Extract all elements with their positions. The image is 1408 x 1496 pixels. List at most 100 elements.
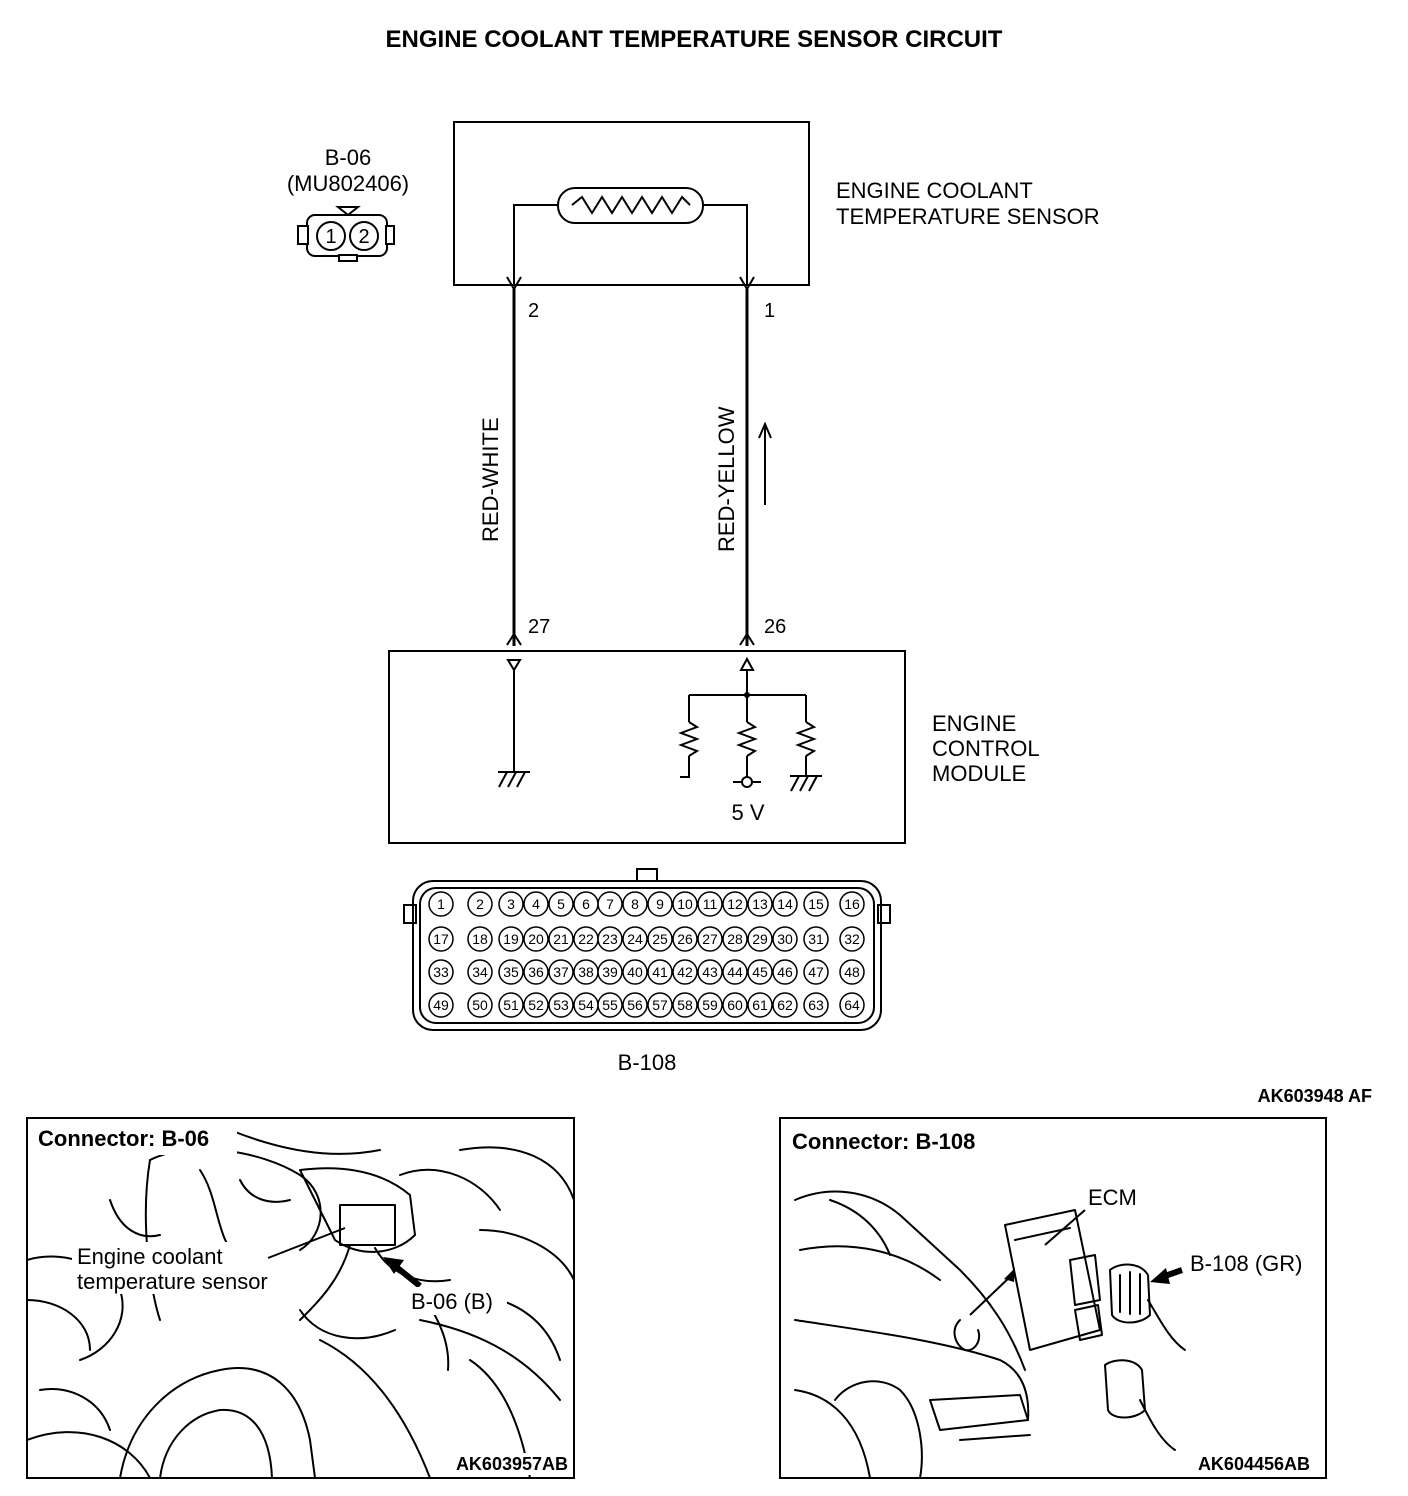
ecm-pin-label: 4 <box>532 896 540 912</box>
ecm-terminal-27: 27 <box>528 616 550 638</box>
ecm-leader-line <box>1044 1209 1086 1246</box>
panel-right-connector-callout: B-108 (GR) <box>1190 1251 1302 1276</box>
ecm-pin-label: 47 <box>808 964 824 980</box>
ecm-pin-circle <box>467 891 493 917</box>
ecm-connector-id: B-108 <box>618 1050 677 1075</box>
ecm-pin-label: 15 <box>808 896 824 912</box>
ecm-pin-circle <box>622 959 648 985</box>
ecm-pin-circle <box>672 926 698 952</box>
sensor-pointer-arrow-icon <box>383 1257 422 1289</box>
ecm-pin-circle <box>839 992 865 1018</box>
ecm-pin-circle <box>622 891 648 917</box>
ground-right-icon <box>790 775 822 792</box>
ecm-pin-circle <box>597 992 623 1018</box>
ecm-pin-circle <box>523 959 549 985</box>
ecm-pin-label: 55 <box>602 997 618 1013</box>
ecm-pin-label: 42 <box>677 964 693 980</box>
ecm-pin-circle <box>597 926 623 952</box>
ecm-pin-circle <box>747 992 773 1018</box>
ecm-pin-circle <box>467 926 493 952</box>
ecm-pin-circle <box>428 992 454 1018</box>
ecm-pin-circle <box>647 992 673 1018</box>
ecm-label-line3: MODULE <box>932 761 1026 786</box>
ecm-pin-label: 52 <box>528 997 544 1013</box>
sensor-terminal-1: 1 <box>764 300 775 322</box>
ecm-pin-label: 10 <box>677 896 693 912</box>
ecm-pin-label: 46 <box>777 964 793 980</box>
ecm-pin-circle <box>672 891 698 917</box>
ecm-pin-label: 26 <box>677 931 693 947</box>
ecm-pin-label: 57 <box>652 997 668 1013</box>
ecm-pin-label: 17 <box>433 931 449 947</box>
panel-connector-b06: Connector: B-06 Engine coolant temperatu… <box>26 1117 575 1479</box>
ecm-pin-label: 9 <box>656 896 664 912</box>
ecm-pin-label: 49 <box>433 997 449 1013</box>
ecm-pin-circle <box>803 891 829 917</box>
ecm-pin-label: 20 <box>528 931 544 947</box>
ecm-pin-circle <box>548 926 574 952</box>
ecm-pin-circle <box>498 959 524 985</box>
ecm-pin-label: 30 <box>777 931 793 947</box>
ecm-pin-circle <box>498 992 524 1018</box>
ground-left-icon <box>498 771 530 788</box>
ecm-pin-label: 60 <box>727 997 743 1013</box>
ecm-pin-circle <box>772 959 798 985</box>
ecm-label-line1: ENGINE <box>932 711 1016 736</box>
ecm-pin-circle <box>622 926 648 952</box>
panel-left-callout-line2: temperature sensor <box>77 1269 268 1294</box>
ecm-pin-label: 63 <box>808 997 824 1013</box>
ecm-pin-label: 48 <box>844 964 860 980</box>
ecm-pin-circle <box>597 891 623 917</box>
ecm-pin-label: 3 <box>507 896 515 912</box>
ecm-pin-label: 24 <box>627 931 643 947</box>
ecm-pin-circle <box>647 959 673 985</box>
signal-direction-arrow-icon <box>758 421 772 505</box>
ecm-pin-label: 38 <box>578 964 594 980</box>
ecm-pin-label: 5 <box>557 896 565 912</box>
ecm-pin-label: 61 <box>752 997 768 1013</box>
ecm-pin-label: 39 <box>602 964 618 980</box>
ecm-pin-circle <box>428 926 454 952</box>
sensor-connector-group: B-06 (MU802406) 1 2 <box>287 145 409 262</box>
panel-left-callout-line1: Engine coolant <box>77 1244 223 1269</box>
ecm-pin-label: 51 <box>503 997 519 1013</box>
ecm-pin-label: 25 <box>652 931 668 947</box>
ecm-pin-circle <box>772 891 798 917</box>
ecm-pin-circle <box>467 959 493 985</box>
wire-label-left: RED-WHITE <box>478 417 503 542</box>
ecm-pin-circle <box>548 992 574 1018</box>
panel-left-code: AK603957AB <box>456 1454 568 1474</box>
ecm-pin-circle <box>772 926 798 952</box>
ecm-pin-circle <box>498 926 524 952</box>
ecm-pin-label: 14 <box>777 896 793 912</box>
b108-pointer-arrow-icon <box>1150 1267 1183 1284</box>
ecm-pin-label: 18 <box>472 931 488 947</box>
ecm-pin-circle <box>672 992 698 1018</box>
ecm-pin-label: 35 <box>503 964 519 980</box>
ecm-pin-circle <box>839 891 865 917</box>
sensor-pin-1: 1 <box>325 226 336 248</box>
ecm-pin-circle <box>467 992 493 1018</box>
ecm-pin-label: 56 <box>627 997 643 1013</box>
ecm-pin-label: 58 <box>677 997 693 1013</box>
ecm-pin-label: 27 <box>702 931 718 947</box>
ecm-pin-circle <box>428 959 454 985</box>
ecm-pin-label: 2 <box>476 896 484 912</box>
ecm-pin-label: 21 <box>553 931 569 947</box>
panel-left-connector-callout: B-06 (B) <box>411 1289 493 1314</box>
ecm-pin-label: 36 <box>528 964 544 980</box>
ecm-pin-circle <box>697 891 723 917</box>
ecm-pin-label: 33 <box>433 964 449 980</box>
ecm-box: 5 V <box>388 650 906 844</box>
ecm-pin-circle <box>747 959 773 985</box>
ecm-pin-circle <box>839 926 865 952</box>
ecm-pin-circle <box>722 891 748 917</box>
supply-5v-icon <box>733 776 761 788</box>
ecm-pin-label: 29 <box>752 931 768 947</box>
ecm-pin-label: 1 <box>437 896 445 912</box>
ecm-pin-label: 8 <box>631 896 639 912</box>
ecm-pin-label: 23 <box>602 931 618 947</box>
sensor-terminal-2: 2 <box>528 300 539 322</box>
ecm-pin-circle <box>803 926 829 952</box>
